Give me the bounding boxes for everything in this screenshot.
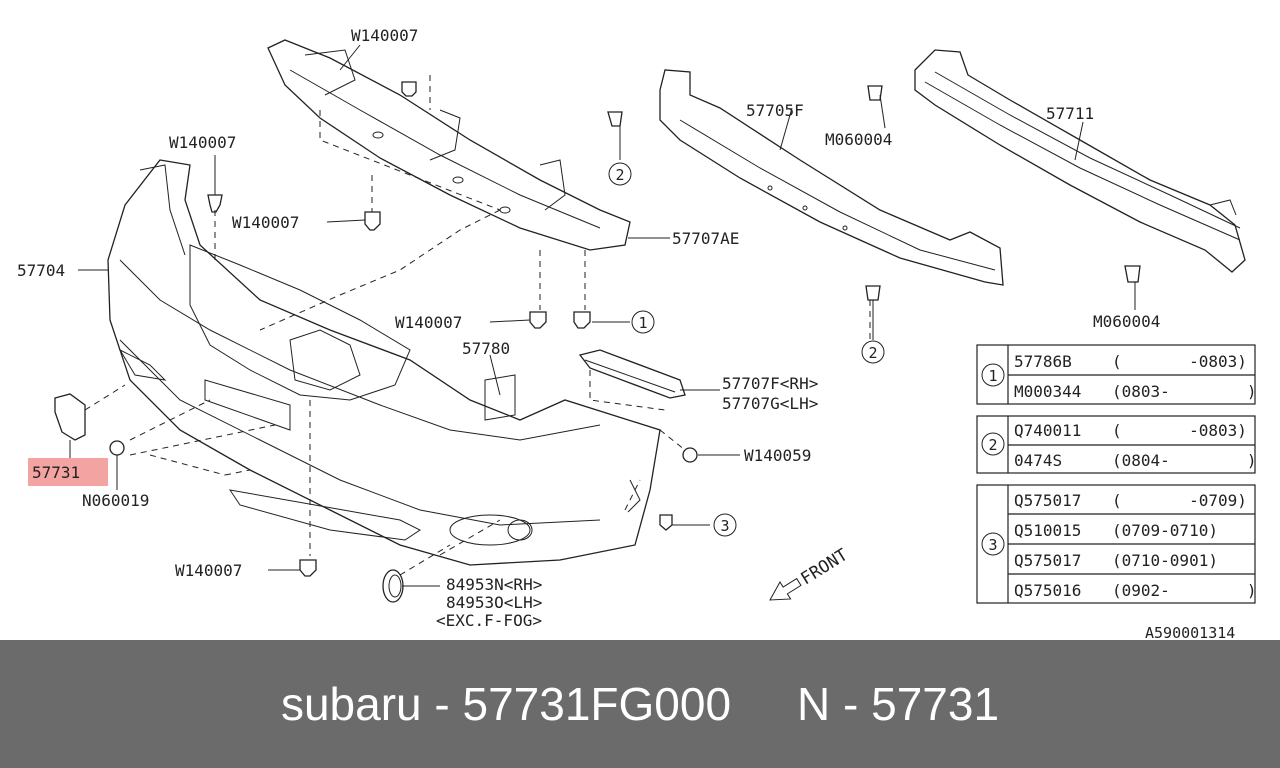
table-g3-r2-part: Q510015 xyxy=(1014,521,1081,540)
label-w140007-center: W140007 xyxy=(395,313,462,332)
bumper-face-57704 xyxy=(107,159,661,566)
table-g2-r1-part: Q740011 xyxy=(1014,421,1081,440)
label-57711: 57711 xyxy=(1046,104,1094,123)
label-57780: 57780 xyxy=(462,339,510,358)
table-g2-r2-part: 0474S xyxy=(1014,451,1062,470)
table-g2-r2-range: (0804- ) xyxy=(1112,451,1257,470)
label-w140007-top: W140007 xyxy=(351,26,418,45)
label-w140007-left: W140007 xyxy=(169,133,236,152)
front-label: FRONT xyxy=(797,545,851,589)
table-group2-marker: 2 xyxy=(988,436,997,454)
caption-alt-number: N - 57731 xyxy=(797,678,1000,730)
bracket-57707f-g xyxy=(578,349,686,399)
highlight-box xyxy=(28,458,108,486)
circle-2b-label: 2 xyxy=(868,344,877,362)
parts-diagram: 1 2 2 3 W140007 W140007 W140007 W140007 … xyxy=(17,26,1257,640)
table-g3-r4-part: Q575016 xyxy=(1014,581,1081,600)
label-ref-code: A590001314 xyxy=(1145,624,1235,640)
label-57707g: 57707G<LH> xyxy=(722,394,818,413)
caption-part-number: subaru - 57731FG000 xyxy=(280,678,732,730)
bracket-57707ae xyxy=(267,39,631,251)
label-84953o: 84953O<LH> xyxy=(446,593,542,612)
table-g1-r1-part: 57786B xyxy=(1014,352,1072,371)
guide-lines xyxy=(84,75,871,576)
circle-3-label: 3 xyxy=(720,517,729,535)
reference-table xyxy=(976,344,1256,604)
table-g1-r2-part: M000344 xyxy=(1014,382,1081,401)
table-g3-r3-part: Q575017 xyxy=(1014,551,1081,570)
label-m060004-bottom: M060004 xyxy=(1093,312,1160,331)
table-g1-r2-range: (0803- ) xyxy=(1112,382,1257,401)
table-g3-r1-range: ( -0709) xyxy=(1112,491,1247,510)
circled-markers xyxy=(608,162,885,537)
label-m060004-top: M060004 xyxy=(825,130,892,149)
label-84953n: 84953N<RH> xyxy=(446,575,542,594)
label-n060019: N060019 xyxy=(82,491,149,510)
table-group3-marker: 3 xyxy=(988,536,997,554)
cover-57731 xyxy=(54,393,86,441)
circle-2a-label: 2 xyxy=(615,166,624,184)
fasteners xyxy=(109,81,1141,577)
reinforcement-57705f xyxy=(659,69,1004,286)
label-w140007-bottom: W140007 xyxy=(175,561,242,580)
front-arrow: FRONT xyxy=(769,545,851,601)
label-57707f: 57707F<RH> xyxy=(722,374,818,393)
table-g3-r1-part: Q575017 xyxy=(1014,491,1081,510)
label-57704: 57704 xyxy=(17,261,65,280)
table-g1-r1-range: ( -0803) xyxy=(1112,352,1247,371)
label-exc-fog: <EXC.F-FOG> xyxy=(436,611,542,630)
table-g3-r4-range: (0902- ) xyxy=(1112,581,1257,600)
table-g3-r2-range: (0709-0710) xyxy=(1112,521,1218,540)
label-w140007-mid: W140007 xyxy=(232,213,299,232)
leader-lines xyxy=(69,44,1136,587)
table-group1-marker: 1 xyxy=(988,367,997,385)
circle-1-label: 1 xyxy=(638,314,647,332)
table-g2-r1-range: ( -0803) xyxy=(1112,421,1247,440)
table-g3-r3-range: (0710-0901) xyxy=(1112,551,1218,570)
absorber-57711 xyxy=(914,49,1246,273)
label-57707ae: 57707AE xyxy=(672,229,739,248)
label-w140059: W140059 xyxy=(744,446,811,465)
label-57705f: 57705F xyxy=(746,101,804,120)
caption-bar: subaru - 57731FG000 N - 57731 xyxy=(0,640,1280,768)
label-57731: 57731 xyxy=(32,463,80,482)
